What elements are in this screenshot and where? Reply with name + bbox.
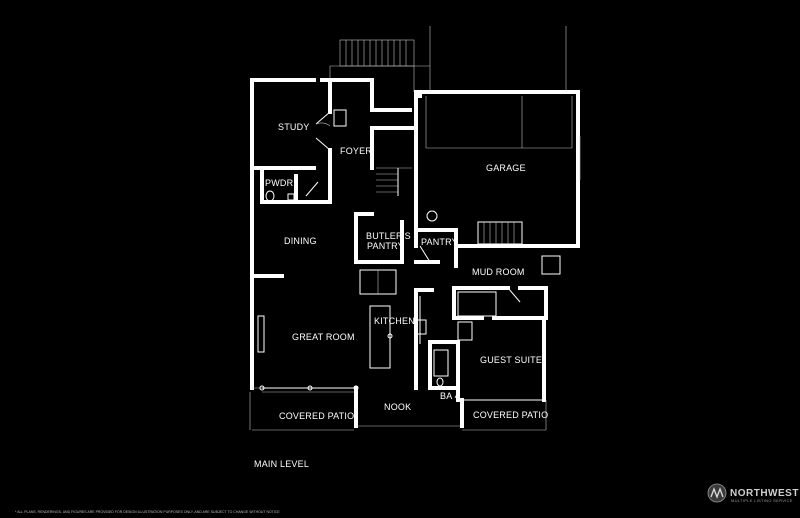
room-label-pantry: PANTRY	[421, 237, 458, 247]
nook-and-patios	[354, 386, 547, 431]
room-label-nook: NOOK	[384, 402, 411, 412]
bathroom-4	[428, 340, 460, 390]
kitchen	[369, 288, 434, 390]
guest-suite	[428, 286, 548, 402]
room-label-study: STUDY	[278, 122, 310, 132]
room-label-mud-room: MUD ROOM	[472, 267, 525, 277]
butlers-pantry	[354, 212, 404, 295]
room-label-butlers-pantry-2: PANTRY	[367, 241, 404, 251]
room-label-dining: DINING	[284, 236, 317, 246]
foyer-area	[328, 78, 418, 232]
disclaimer-text: * ALL PLANS, RENDERINGS, AND FIGURES ARE…	[15, 510, 280, 514]
room-label-great-room: GREAT ROOM	[292, 332, 355, 342]
level-label: MAIN LEVEL	[254, 459, 309, 469]
room-label-foyer: FOYER	[340, 146, 372, 156]
great-room-walls	[249, 274, 359, 431]
room-label-pwdr: PWDR	[265, 178, 294, 188]
room-label-covered-patio-left: COVERED PATIO	[279, 411, 354, 421]
room-label-covered-patio-right: COVERED PATIO	[473, 410, 548, 420]
room-label-guest-suite: GUEST SUITE	[480, 355, 542, 365]
room-label-butlers-pantry-1: BUTLER'S	[366, 231, 411, 241]
study-room	[250, 78, 332, 170]
garage	[414, 90, 581, 248]
pantry	[414, 228, 458, 268]
powder-room	[250, 166, 332, 284]
nwmls-logo: NORTHWEST MULTIPLE LISTING SERVICE	[707, 483, 799, 503]
room-label-garage: GARAGE	[486, 163, 526, 173]
room-label-ba4: BA 4	[440, 391, 460, 401]
nwmls-mark-icon	[707, 483, 727, 503]
entry-stairs	[329, 26, 567, 92]
brand-subtitle: MULTIPLE LISTING SERVICE	[731, 498, 793, 503]
mud-room	[454, 244, 561, 320]
brand-name: NORTHWEST	[730, 488, 799, 499]
room-label-kitchen: KITCHEN	[374, 316, 415, 326]
